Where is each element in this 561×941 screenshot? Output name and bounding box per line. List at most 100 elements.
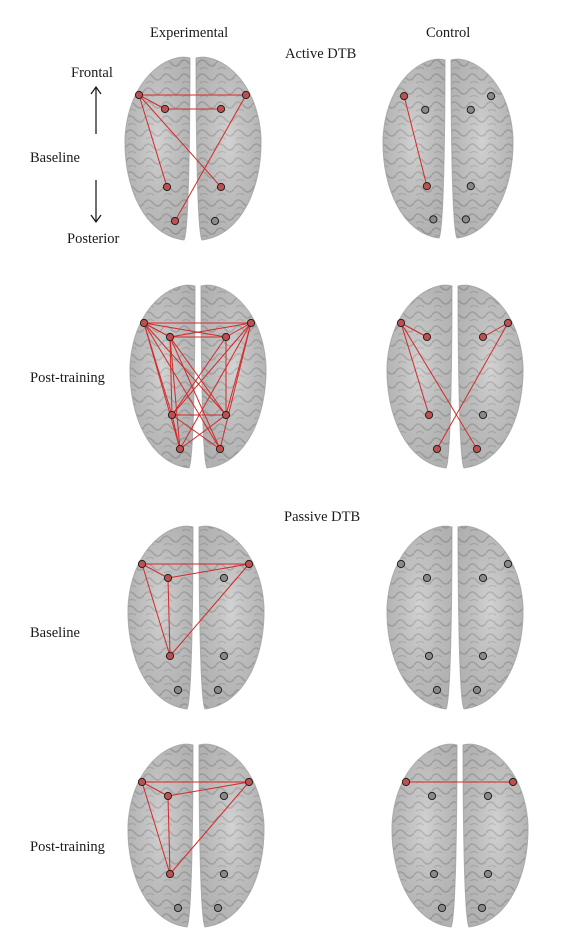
electrode-node-passive-post-experimental-5 — [219, 869, 229, 879]
electrode-node-active-post-control-4 — [478, 332, 488, 342]
electrode-node-passive-baseline-experimental-6 — [173, 685, 183, 695]
electrode-node-passive-baseline-control-3 — [503, 559, 513, 569]
electrode-node-active-post-experimental-3 — [246, 318, 256, 328]
connection-line-passive-baseline-experimental-0 — [141, 563, 169, 579]
electrode-node-passive-post-experimental-2 — [165, 869, 175, 879]
posterior-arrow-icon — [90, 180, 102, 224]
electrode-node-active-baseline-experimental-5 — [216, 182, 226, 192]
brain-shading-left-passive-baseline-experimental — [127, 526, 193, 709]
brain-shading-right-active-baseline-experimental — [196, 57, 262, 240]
electrode-node-passive-baseline-experimental-4 — [219, 573, 229, 583]
connection-line-active-baseline-control-0 — [403, 95, 428, 187]
connection-line-active-post-control-3 — [436, 322, 509, 450]
electrode-node-passive-baseline-control-0 — [396, 559, 406, 569]
electrode-node-active-baseline-experimental-7 — [210, 216, 220, 226]
electrode-node-active-baseline-experimental-1 — [160, 104, 170, 114]
electrode-node-passive-baseline-experimental-0 — [137, 559, 147, 569]
frontal-arrow-icon — [90, 85, 102, 134]
electrode-node-passive-post-control-0 — [401, 777, 411, 787]
electrode-node-active-post-control-6 — [432, 444, 442, 454]
connection-line-active-post-control-0 — [400, 322, 428, 338]
connection-line-active-post-experimental-6 — [143, 322, 221, 450]
connection-line-active-post-experimental-16 — [171, 414, 181, 450]
connection-line-active-post-experimental-14 — [171, 336, 227, 416]
electrode-node-passive-baseline-experimental-1 — [163, 573, 173, 583]
row-label-passive-baseline: Baseline — [30, 625, 80, 641]
electrode-node-passive-post-experimental-7 — [213, 903, 223, 913]
electrode-node-passive-baseline-control-1 — [422, 573, 432, 583]
connection-line-active-post-experimental-21 — [219, 322, 252, 450]
electrode-node-active-baseline-control-0 — [400, 92, 409, 101]
connection-line-active-post-experimental-18 — [225, 322, 252, 338]
electrode-node-passive-post-experimental-3 — [244, 777, 254, 787]
row-label-passive-post-training: Post-training — [30, 839, 105, 855]
electrode-node-active-baseline-control-3 — [486, 92, 496, 101]
connection-line-active-baseline-experimental-5 — [138, 94, 168, 188]
orientation-posterior-label: Posterior — [67, 231, 120, 247]
electrode-node-active-post-experimental-1 — [165, 332, 175, 342]
electrode-node-active-baseline-experimental-3 — [241, 90, 251, 100]
connection-line-active-post-experimental-3 — [143, 322, 227, 338]
connection-line-active-post-experimental-0 — [143, 322, 171, 338]
electrode-node-passive-baseline-experimental-5 — [219, 651, 229, 661]
connection-line-active-post-experimental-5 — [143, 322, 181, 450]
electrode-node-active-post-control-3 — [503, 318, 513, 328]
electrode-node-passive-post-experimental-0 — [137, 777, 147, 787]
electrode-node-active-baseline-experimental-2 — [162, 182, 172, 192]
connection-line-active-post-experimental-17 — [171, 414, 221, 450]
electrode-node-passive-post-control-6 — [437, 903, 447, 913]
electrode-node-active-baseline-control-4 — [466, 105, 475, 114]
brain-shading-right-passive-baseline-control — [458, 526, 524, 709]
connection-line-active-post-experimental-13 — [171, 322, 252, 416]
electrode-node-active-post-control-7 — [472, 444, 482, 454]
connection-line-passive-baseline-experimental-3 — [167, 563, 250, 579]
connection-line-passive-post-experimental-1 — [141, 781, 169, 797]
brain-shading-right-active-post-control — [458, 285, 524, 468]
connection-line-passive-baseline-experimental-2 — [141, 563, 171, 657]
electrode-node-passive-post-control-7 — [477, 903, 487, 913]
electrode-node-active-baseline-control-6 — [429, 215, 438, 224]
section-label-active-dtb: Active DTB — [285, 46, 357, 62]
connection-line-active-baseline-experimental-2 — [138, 94, 222, 188]
connection-line-active-post-control-2 — [400, 322, 478, 450]
brain-shading-left-active-baseline-control — [382, 59, 445, 239]
electrode-node-passive-baseline-control-7 — [472, 685, 482, 695]
brain-shading-left-passive-post-control — [391, 744, 457, 927]
electrode-node-passive-post-experimental-6 — [173, 903, 183, 913]
column-label-control: Control — [426, 25, 471, 41]
brain-shading-right-passive-post-experimental — [199, 744, 265, 927]
connection-line-active-post-experimental-20 — [179, 322, 252, 450]
electrode-node-active-post-control-2 — [424, 410, 434, 420]
electrode-node-active-baseline-experimental-4 — [216, 104, 226, 114]
column-label-experimental: Experimental — [150, 25, 229, 41]
connection-line-passive-post-experimental-2 — [141, 781, 171, 875]
connection-line-active-baseline-experimental-0 — [138, 94, 166, 110]
connection-line-passive-post-experimental-5 — [167, 795, 171, 875]
connection-line-active-post-experimental-8 — [169, 322, 252, 338]
electrode-node-active-baseline-experimental-6 — [170, 216, 180, 226]
connection-line-active-post-control-4 — [482, 322, 509, 338]
electrode-node-active-post-experimental-2 — [167, 410, 177, 420]
electrode-node-passive-post-control-4 — [483, 791, 493, 801]
connection-line-active-post-experimental-4 — [143, 322, 227, 416]
electrode-node-active-post-experimental-5 — [221, 410, 231, 420]
section-label-passive-dtb: Passive DTB — [284, 509, 361, 525]
electrode-node-passive-baseline-control-2 — [424, 651, 434, 661]
electrode-node-active-post-experimental-7 — [215, 444, 225, 454]
brain-shading-right-active-post-experimental — [201, 285, 267, 468]
electrode-node-passive-baseline-control-5 — [478, 651, 488, 661]
electrode-node-passive-post-control-3 — [508, 777, 518, 787]
electrode-node-active-baseline-experimental-0 — [134, 90, 144, 100]
electrode-node-passive-post-control-2 — [429, 869, 439, 879]
electrode-node-active-post-experimental-6 — [175, 444, 185, 454]
electrode-node-passive-post-experimental-1 — [163, 791, 173, 801]
electrode-node-active-baseline-control-1 — [421, 105, 430, 114]
electrode-node-active-post-control-5 — [478, 410, 488, 420]
electrode-node-active-post-control-0 — [396, 318, 406, 328]
connection-line-passive-post-experimental-4 — [169, 781, 250, 875]
connection-line-active-post-experimental-23 — [179, 414, 227, 450]
electrode-node-active-baseline-control-5 — [466, 182, 475, 191]
electrode-node-passive-baseline-experimental-2 — [165, 651, 175, 661]
electrode-node-active-post-experimental-0 — [139, 318, 149, 328]
electrode-node-passive-baseline-experimental-3 — [244, 559, 254, 569]
